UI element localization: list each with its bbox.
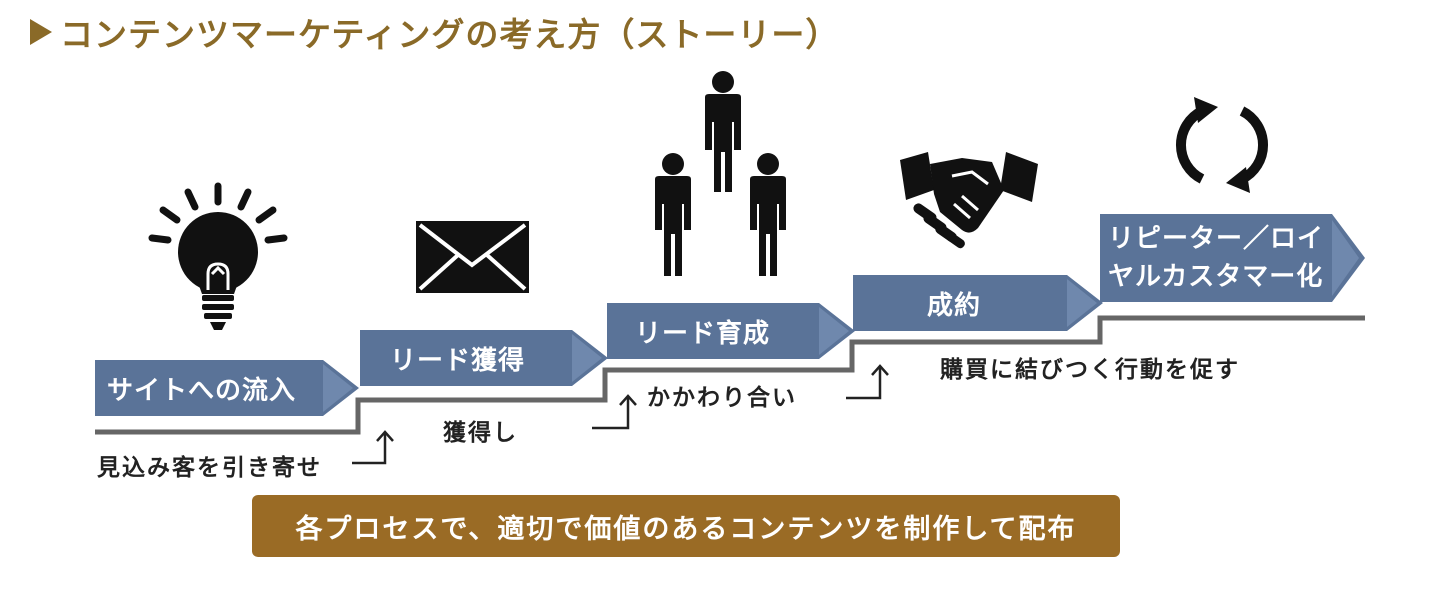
step-site-inflow: サイトへの流入 <box>95 360 359 416</box>
person-icon <box>750 153 786 276</box>
person-icon <box>705 71 741 192</box>
step-label: サイトへの流入 <box>107 375 297 406</box>
caption-attract: 見込み客を引き寄せ <box>97 455 322 481</box>
envelope-icon <box>416 221 529 293</box>
page-title: コンテンツマーケティングの考え方（ストーリー） <box>60 15 840 54</box>
step-label: リード獲得 <box>390 345 526 376</box>
up-arrow-icon <box>352 430 394 465</box>
up-arrow-icon <box>592 394 637 430</box>
people-icon <box>655 71 786 276</box>
caption-promote-purchase: 購買に結びつく行動を促す <box>940 357 1240 383</box>
up-arrow-icon <box>846 364 889 400</box>
refresh-cycle-icon <box>1176 97 1268 193</box>
lightbulb-icon <box>148 182 288 330</box>
handshake-icon <box>900 152 1038 249</box>
caption-engage: かかわり合い <box>647 385 797 411</box>
person-icon <box>655 153 691 276</box>
step-label: 成約 <box>927 290 982 321</box>
step-label-line1: リピーター／ロイ <box>1108 224 1325 254</box>
summary-banner: 各プロセスで、適切で価値のあるコンテンツを制作して配布 <box>252 495 1120 557</box>
triangle-bullet-icon <box>30 19 52 45</box>
step-label: リード育成 <box>635 318 771 349</box>
caption-acquire: 獲得し <box>443 420 518 446</box>
step-lead-nurturing: リード育成 <box>607 303 855 359</box>
title-row: コンテンツマーケティングの考え方（ストーリー） <box>30 10 839 54</box>
step-conversion: 成約 <box>853 275 1103 331</box>
step-repeat-loyal: リピーター／ロイ ヤルカスタマー化 <box>1100 214 1365 302</box>
step-lead-acquisition: リード獲得 <box>360 330 608 386</box>
step-label-line2: ヤルカスタマー化 <box>1108 262 1324 292</box>
banner-text: 各プロセスで、適切で価値のあるコンテンツを制作して配布 <box>295 513 1077 545</box>
